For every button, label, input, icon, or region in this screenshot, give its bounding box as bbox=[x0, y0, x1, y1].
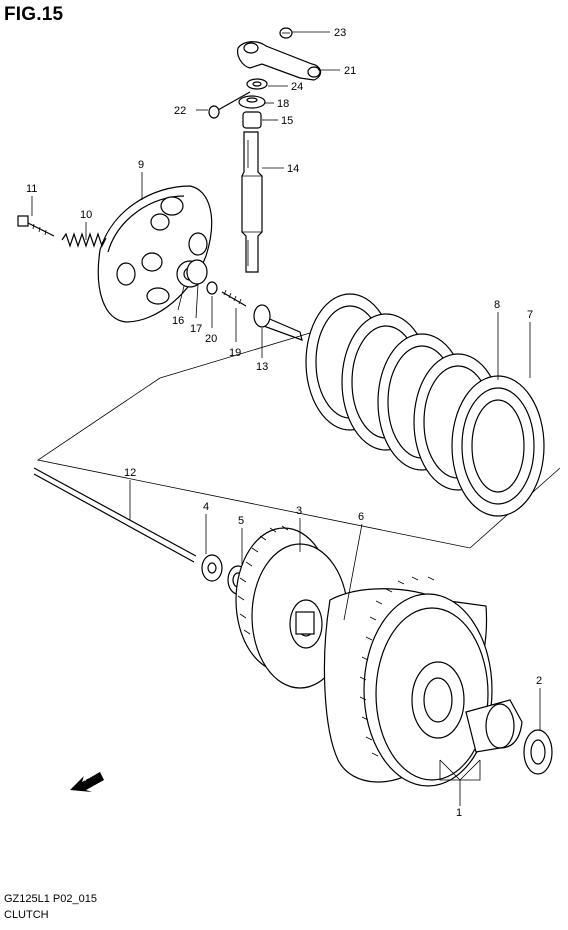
friction-plates bbox=[305, 293, 545, 517]
callout-17: 17 bbox=[190, 323, 202, 335]
adjust-screw-19 bbox=[221, 291, 247, 307]
callout-12: 12 bbox=[124, 467, 136, 479]
callout-10: 10 bbox=[80, 209, 92, 221]
figure-title: FIG.15 bbox=[4, 4, 64, 25]
clutch-housing-1 bbox=[323, 576, 553, 787]
callout-7: 7 bbox=[527, 309, 533, 321]
release-arm bbox=[237, 41, 322, 81]
callout-16: 16 bbox=[172, 315, 184, 327]
callout-labels: 23 21 24 18 15 14 22 9 11 10 16 17 20 19… bbox=[26, 27, 542, 819]
section-name: CLUTCH bbox=[4, 909, 49, 921]
bolt-22 bbox=[208, 105, 220, 119]
bolt-head-11 bbox=[17, 215, 29, 227]
nut-20 bbox=[206, 281, 218, 295]
arm-end bbox=[307, 66, 321, 78]
callout-9: 9 bbox=[138, 159, 144, 171]
callout-15: 15 bbox=[281, 115, 293, 127]
clutch-plate-stack bbox=[36, 293, 561, 549]
callout-1: 1 bbox=[456, 807, 462, 819]
callout-4: 4 bbox=[203, 501, 209, 513]
callout-24: 24 bbox=[291, 81, 303, 93]
callout-2: 2 bbox=[536, 675, 542, 687]
callout-23: 23 bbox=[334, 27, 346, 39]
callout-20: 20 bbox=[205, 333, 217, 345]
callout-13: 13 bbox=[256, 361, 268, 373]
callout-21: 21 bbox=[344, 65, 356, 77]
callout-3: 3 bbox=[296, 505, 302, 517]
callout-19: 19 bbox=[229, 347, 241, 359]
callout-18: 18 bbox=[277, 98, 289, 110]
push-rod-12 bbox=[33, 467, 197, 557]
circlip-17 bbox=[186, 259, 208, 285]
release-shaft-14 bbox=[241, 131, 263, 273]
release-arm-assembly bbox=[208, 27, 322, 273]
leader-lines bbox=[31, 31, 541, 806]
oil-seal-15 bbox=[242, 111, 262, 129]
callout-14: 14 bbox=[287, 163, 299, 175]
clutch-spring-10 bbox=[61, 232, 107, 248]
callout-11: 11 bbox=[26, 183, 37, 195]
sleeve-hub-3 bbox=[235, 525, 349, 689]
callout-8: 8 bbox=[494, 299, 500, 311]
arm-boss bbox=[243, 42, 259, 54]
drawing-code: GZ125L1 P02_015 bbox=[4, 893, 97, 905]
callout-6: 6 bbox=[358, 511, 364, 523]
fwd-direction-arrow: FWD bbox=[70, 770, 104, 792]
callout-22: 22 bbox=[174, 105, 186, 117]
push-rod-group bbox=[33, 467, 249, 595]
callout-5: 5 bbox=[238, 515, 244, 527]
spring-posts bbox=[116, 196, 208, 305]
